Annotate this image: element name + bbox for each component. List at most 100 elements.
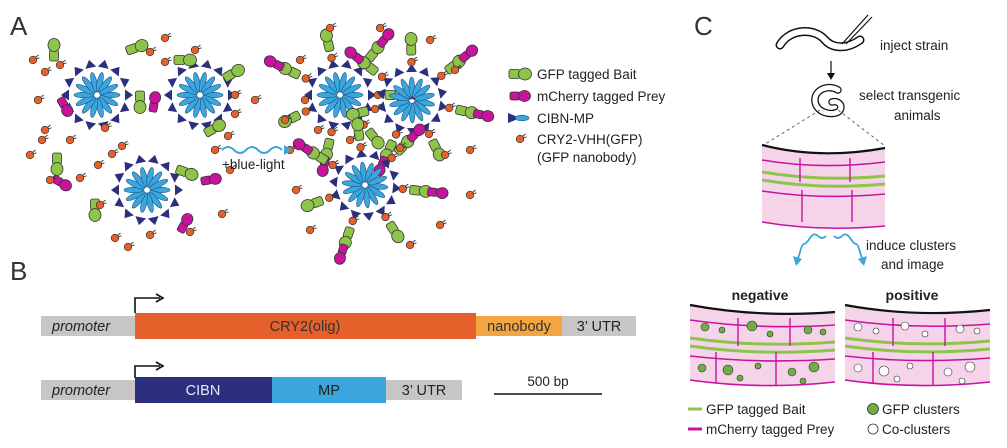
segment-promoter — [41, 380, 135, 400]
segment-label: CIBN — [186, 383, 221, 399]
cry2-nanobody-molecule — [107, 148, 119, 159]
mcherry-prey-molecule — [199, 172, 223, 188]
legend-a-item: CRY2-VHH(GFP) — [537, 132, 643, 147]
co-cluster — [853, 363, 863, 373]
cry2-nanobody-molecule — [425, 34, 437, 45]
panel-c-letter: C — [694, 11, 713, 41]
construct-cry2: promoter CRY2(olig) nanobody 3’ UTR — [41, 293, 636, 339]
cry2-nanobody-molecule — [405, 239, 417, 250]
injection-worm-icon — [775, 14, 873, 52]
gfp-bait-molecule — [174, 162, 201, 183]
gfp-cluster — [718, 326, 726, 334]
cry2-vhh-icon — [515, 133, 527, 144]
cry2-nanobody-molecule — [190, 44, 202, 55]
negative-label: negative — [732, 287, 789, 303]
co-cluster — [893, 375, 901, 383]
blue-light-arrow — [221, 145, 292, 155]
cry2-nanobody-molecule — [465, 189, 477, 200]
legend-a-item: mCherry tagged Prey — [537, 89, 666, 104]
cry2-nanobody-molecule — [217, 208, 229, 219]
bound-nanobody — [407, 56, 419, 67]
zoom-line — [837, 109, 886, 147]
zoom-line — [761, 109, 821, 147]
cry2-nanobody-molecule — [313, 124, 325, 135]
co-cluster-icon — [867, 423, 879, 435]
co-cluster-dots — [853, 321, 981, 385]
cry2-nanobody-molecule — [123, 241, 135, 252]
bound-nanobody — [391, 129, 403, 139]
bound-bait — [318, 27, 337, 53]
down-arrow-icon — [827, 61, 835, 80]
bound-nanobody — [398, 183, 410, 194]
legend-a-item: (GFP nanobody) — [537, 150, 637, 165]
gfp-bait-molecule — [124, 37, 151, 58]
legend-a: GFP tagged Bait mCherry tagged Prey CIBN… — [507, 67, 666, 165]
gfp-bait-molecule — [220, 61, 248, 85]
gfp-cluster — [766, 330, 774, 338]
cry2-nanobody-molecule — [75, 172, 87, 183]
cry2-nanobody-molecule — [160, 56, 172, 67]
light-induced-cluster — [261, 25, 424, 179]
co-cluster — [872, 327, 880, 335]
positive-label: positive — [886, 287, 939, 303]
cry2-nanobody-molecule — [110, 232, 122, 243]
bound-bait — [404, 32, 418, 56]
segment-utr — [386, 380, 462, 400]
legend-c-item: Co-clusters — [882, 422, 951, 437]
cry2-nanobody-molecule — [55, 59, 67, 70]
cibn-mp-cluster — [164, 59, 236, 131]
bound-prey — [332, 242, 351, 267]
cry2-nanobody-molecule — [325, 22, 337, 33]
cry2-nanobody-molecule — [250, 94, 262, 105]
segment-cibn — [135, 377, 272, 403]
step-select-1: select transgenic — [859, 88, 961, 103]
co-cluster — [943, 367, 953, 377]
co-cluster — [878, 365, 890, 377]
positive-tissue — [844, 303, 991, 387]
cry2-nanobody-molecule — [185, 226, 197, 237]
cry2-nanobody-molecule — [160, 32, 172, 43]
bound-nanobody — [444, 102, 457, 113]
bound-bait — [276, 108, 303, 131]
co-cluster — [964, 361, 976, 373]
bound-prey — [261, 53, 287, 74]
co-cluster — [958, 377, 966, 385]
gfp-cluster — [808, 361, 820, 373]
mcherry-prey-molecule — [54, 94, 76, 119]
cry2-nanobody-molecule — [40, 124, 52, 135]
segment-label: promoter — [51, 383, 111, 399]
construct-cibn: promoter CIBN MP 3’ UTR — [41, 361, 462, 403]
segment-mp — [272, 377, 386, 403]
negative-tissue — [689, 303, 836, 387]
gfp-cluster — [799, 377, 807, 385]
tissue-closeup — [761, 143, 886, 230]
segment-cry2 — [135, 313, 476, 339]
segment-label: promoter — [51, 319, 111, 335]
bound-prey — [426, 185, 450, 200]
cry2-nanobody-molecule — [291, 184, 303, 195]
legend-a-item: GFP tagged Bait — [537, 67, 637, 82]
legend-c: GFP tagged Bait GFP clusters mCherry tag… — [688, 402, 960, 437]
bound-nanobody — [327, 126, 339, 137]
gfp-bait-molecule — [173, 53, 197, 67]
co-cluster — [906, 362, 914, 370]
cry2-nanobody-molecule — [223, 130, 235, 141]
induce-arrows — [793, 233, 867, 266]
cry2-nanobody-molecule — [230, 108, 242, 119]
step-inject: inject strain — [880, 38, 948, 53]
gfp-bait-icon — [508, 67, 532, 81]
segment-promoter — [41, 316, 135, 336]
bound-nanobody — [356, 141, 368, 152]
bound-bait — [426, 137, 448, 164]
segment-utr — [562, 316, 636, 336]
co-cluster — [853, 322, 863, 332]
gfp-cluster — [746, 320, 758, 332]
step-induce-2: and image — [881, 257, 944, 272]
bound-nanobody — [327, 52, 339, 63]
co-cluster — [921, 330, 929, 338]
segment-nanobody — [476, 316, 562, 336]
segment-label: CRY2(olig) — [270, 319, 341, 335]
gfp-cluster — [787, 367, 797, 377]
gfp-cluster — [722, 364, 734, 376]
